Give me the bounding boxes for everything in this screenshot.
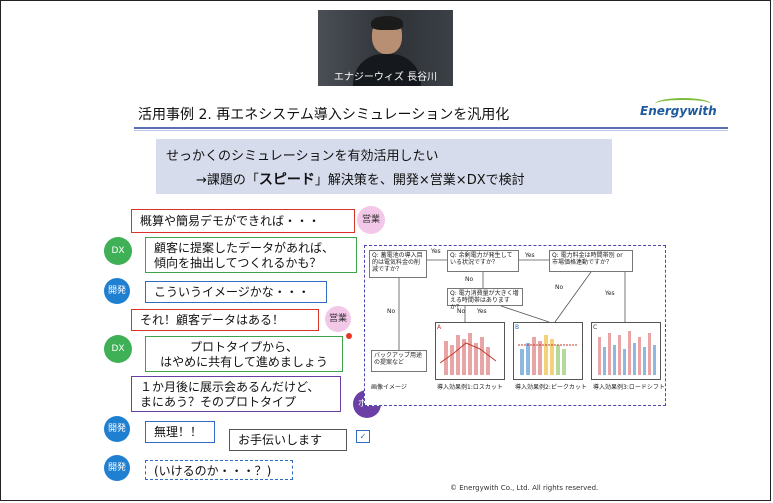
company-logo: Energywith — [640, 104, 717, 118]
chat-line: はやめに共有して進めましょう — [160, 355, 328, 369]
speaker-badge-dev: 開発 — [104, 416, 130, 442]
chart-b-marker: B — [515, 324, 520, 331]
chat-bubble-dev-1: こういうイメージかな・・・ — [145, 281, 327, 303]
flow-question-4: Q: 電力消費量が大きく増える時間帯はありますか？ — [447, 288, 523, 311]
flow-no-label: No — [465, 276, 474, 283]
speaker-badge-dev: 開発 — [104, 278, 130, 304]
presenter-hair — [371, 16, 403, 30]
flow-yes-label: Yes — [431, 248, 441, 255]
chat-line: プロトタイプから、 — [189, 340, 298, 354]
chart-a-graphic — [439, 333, 497, 375]
flow-image-label: 画像イメージ — [371, 384, 407, 391]
flow-backup-box: バックアップ用途の提案など — [371, 350, 427, 372]
chart-c-marker: C — [593, 324, 598, 331]
laser-pointer — [346, 333, 352, 339]
title-divider-light — [134, 130, 728, 131]
chat-bubble-dx-1: 顧客に提案したデータがあれば、 傾向を抽出してつくれるかも？ — [145, 237, 357, 273]
banner-suffix: 」解決策を、開発×営業×DXで検討 — [314, 173, 525, 188]
chart-c-graphic — [598, 331, 656, 375]
slide-title: 活用事例 2. 再エネシステム導入シミュレーションを汎用化 — [138, 107, 510, 123]
speaker-badge-sales: 営業 — [325, 306, 351, 332]
speaker-badge-sales: 営業 — [357, 206, 385, 234]
speaker-badge-dx: DX — [104, 237, 132, 265]
banner-line-1: せっかくのシミュレーションを有効活用したい — [166, 149, 439, 164]
shield-icon: ✓ — [356, 430, 370, 443]
logo-arc — [655, 98, 711, 110]
flow-no-label: No — [387, 308, 396, 315]
flow-yes-label: Yes — [477, 308, 487, 315]
chat-bubble-dx-2: プロトタイプから、 はやめに共有して進めましょう — [145, 336, 343, 372]
chat-line: １か月後に展示会あるんだけど、 — [140, 380, 320, 394]
chat-line: まにあう？そのプロトタイプ — [140, 395, 297, 409]
flow-yes-label: Yes — [525, 252, 535, 259]
chart-b-graphic — [518, 335, 578, 375]
flow-question-2: Q: 余剰電力が発生している状況ですか？ — [447, 250, 519, 272]
banner-prefix: →課題の「 — [196, 173, 259, 188]
webcam-name-label: エナジーウィズ 長谷川 — [333, 72, 438, 83]
chart-panel-c — [591, 322, 661, 380]
chat-bubble-dev-2: 無理！！ — [145, 421, 215, 443]
problem-banner: せっかくのシミュレーションを有効活用したい →課題の「スピード」解決策を、開発×… — [156, 139, 612, 194]
flowchart-panel: Q: 蓄電池の導入目的は電気料金の削減ですか？ Yes Q: 余剰電力が発生して… — [364, 245, 666, 406]
chat-bubble-sales-2: それ！顧客データはある！ — [131, 309, 319, 331]
flow-question-1: Q: 蓄電池の導入目的は電気料金の削減ですか？ — [369, 250, 427, 278]
speaker-badge-dx: DX — [104, 335, 132, 363]
webcam-tile: エナジーウィズ 長谷川 — [318, 10, 453, 86]
banner-emphasis: スピード — [258, 172, 315, 188]
title-divider — [134, 127, 728, 129]
flow-no-label: No — [457, 308, 466, 315]
chat-line: 傾向を抽出してつくれるかも？ — [154, 256, 322, 270]
chat-bubble-dev-3: (いけるのか・・・？) — [145, 460, 293, 480]
chart-b-caption: 導入効果例2:ピークカット — [515, 384, 587, 391]
chart-a-marker: A — [437, 324, 442, 331]
chart-panel-a — [435, 322, 505, 380]
flow-yes-label: Yes — [605, 290, 615, 297]
chart-panel-b — [513, 322, 583, 380]
banner-line-2: →課題の「スピード」解決策を、開発×営業×DXで検討 — [196, 169, 525, 189]
chart-c-caption: 導入効果例3:ロードシフト — [593, 384, 665, 391]
chat-bubble-sales-1: 概算や簡易デモができれば・・・ — [131, 209, 355, 233]
flow-connectors — [398, 259, 626, 350]
chat-line: 顧客に提案したデータがあれば、 — [154, 241, 335, 255]
chat-bubble-boss: １か月後に展示会あるんだけど、 まにあう？そのプロトタイプ — [131, 376, 341, 412]
flow-no-label: No — [555, 284, 564, 291]
slide-footer: © Energywith Co., Ltd. All rights reserv… — [450, 484, 599, 492]
flow-question-3: Q: 電力料金は時間帯別 or 市場価格連動ですか？ — [549, 250, 633, 272]
chat-bubble-helper: お手伝いします — [229, 429, 347, 451]
chart-a-caption: 導入効果例1:ロスカット — [437, 384, 503, 391]
speaker-badge-dev: 開発 — [104, 455, 130, 481]
